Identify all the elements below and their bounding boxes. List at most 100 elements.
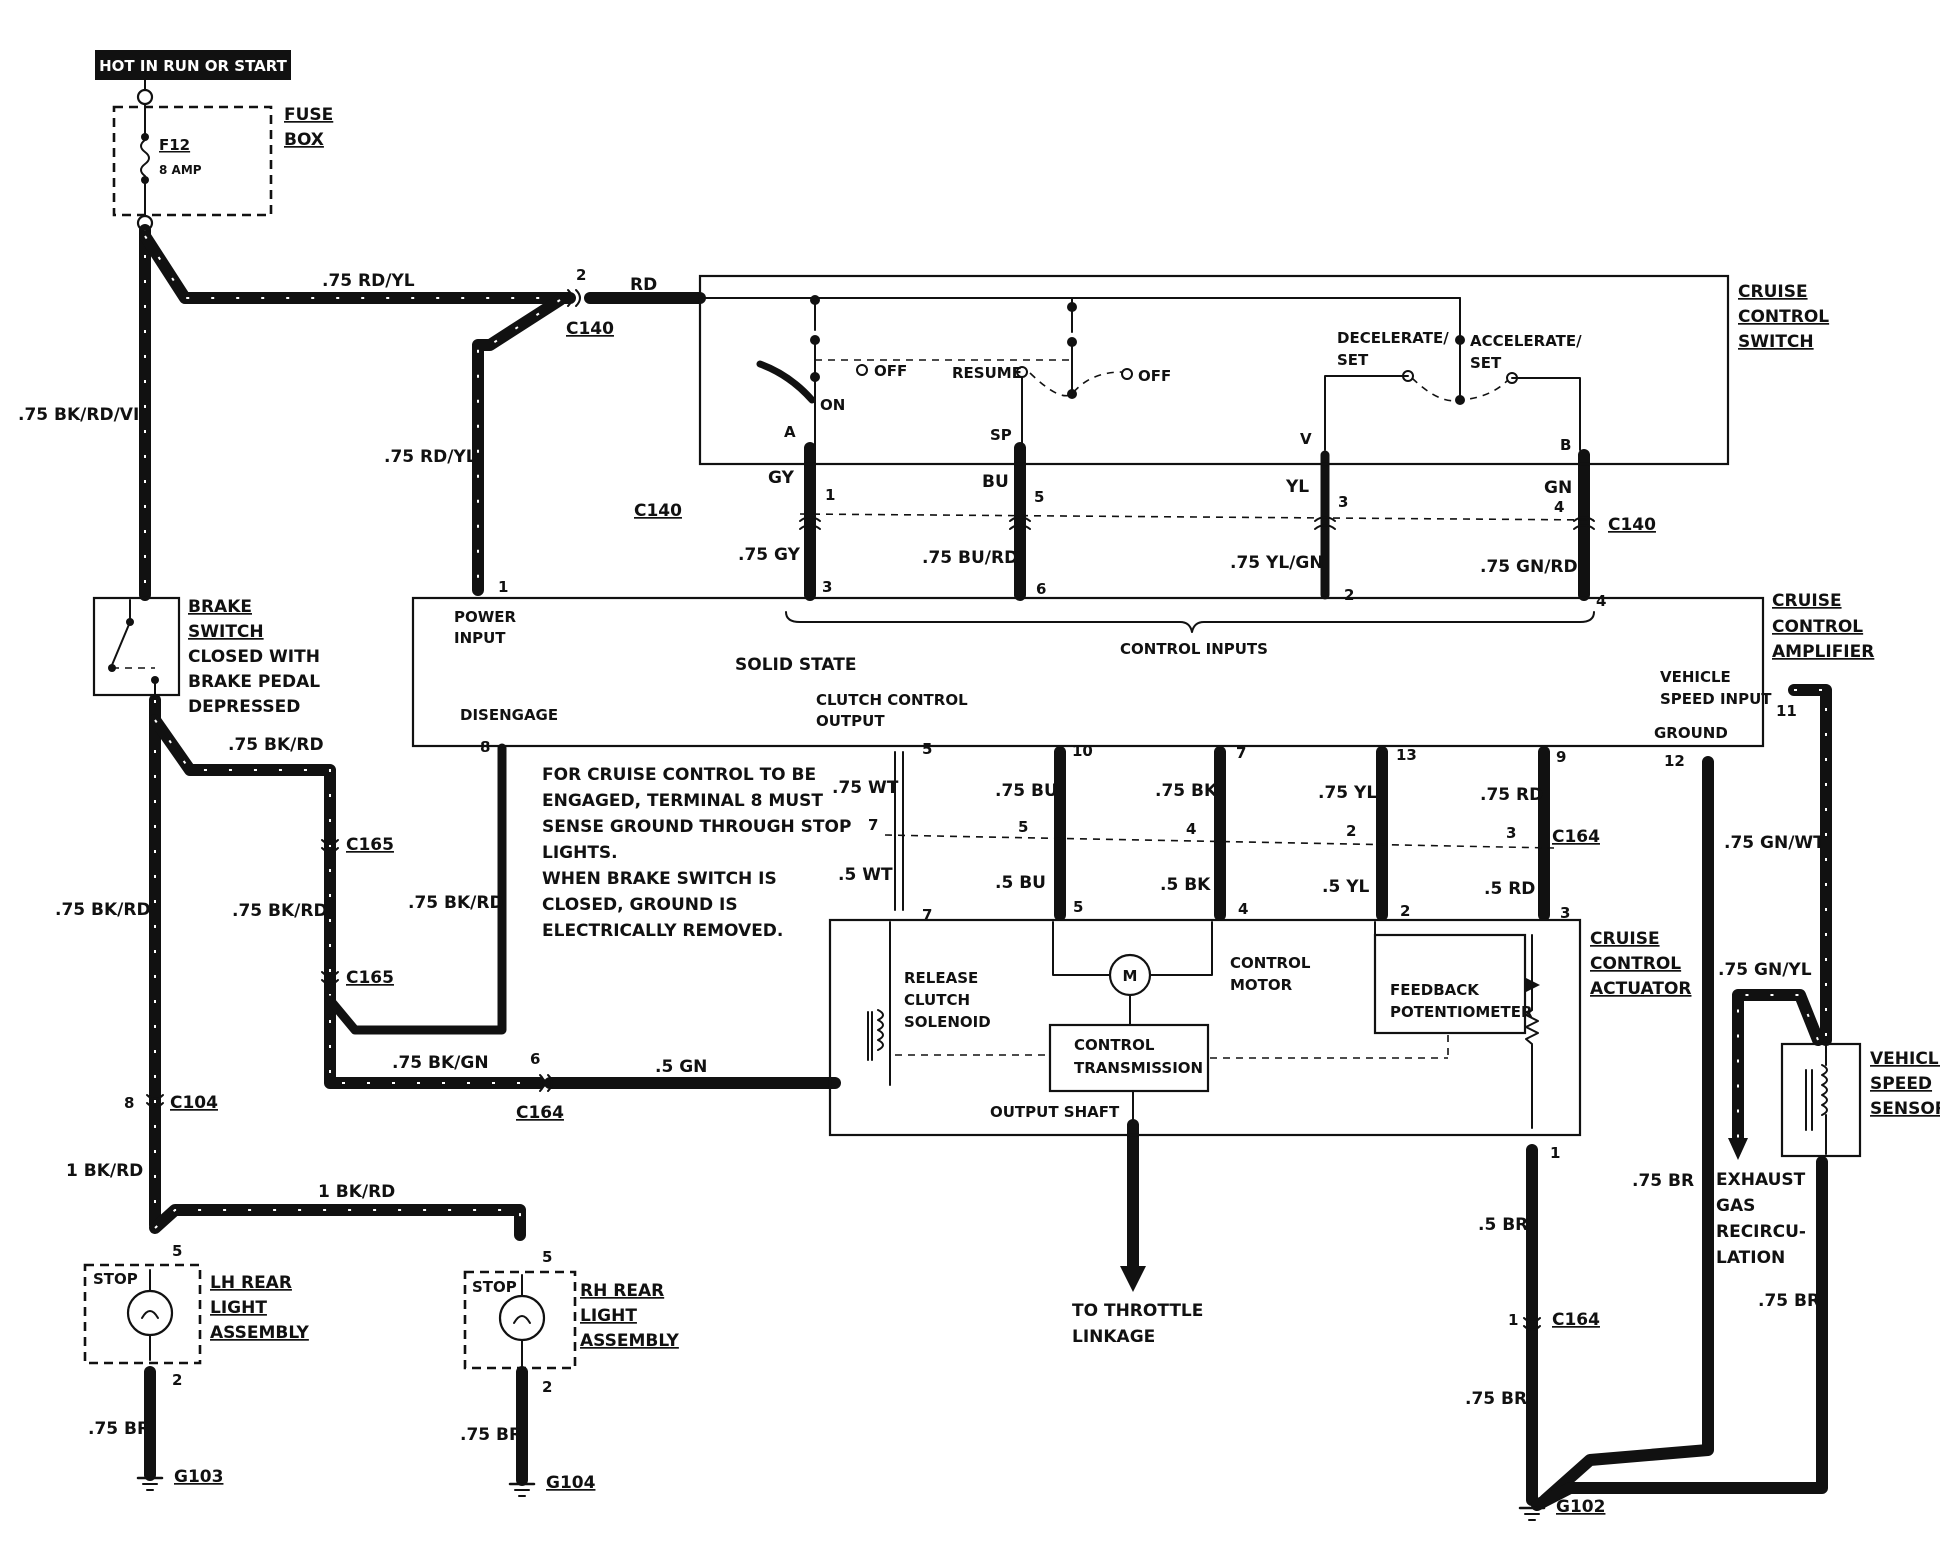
svg-text:C140: C140 bbox=[566, 319, 614, 339]
svg-text:.75 BR: .75 BR bbox=[460, 1425, 522, 1445]
lamp-icon bbox=[126, 1289, 174, 1337]
svg-text:10: 10 bbox=[1072, 742, 1093, 760]
svg-text:8 AMP: 8 AMP bbox=[159, 163, 202, 177]
svg-text:FUSE: FUSE bbox=[284, 105, 333, 125]
svg-text:C164: C164 bbox=[1552, 827, 1600, 847]
svg-text:GN: GN bbox=[1544, 478, 1572, 498]
svg-text:.5 BR: .5 BR bbox=[1478, 1215, 1528, 1235]
svg-text:.75 YL: .75 YL bbox=[1318, 783, 1377, 803]
svg-text:CONTROL INPUTS: CONTROL INPUTS bbox=[1120, 640, 1268, 658]
svg-text:.75 RD/YL: .75 RD/YL bbox=[322, 271, 415, 291]
svg-text:CONTROL: CONTROL bbox=[1772, 617, 1863, 637]
svg-text:CLUTCH CONTROL: CLUTCH CONTROL bbox=[816, 691, 968, 709]
svg-text:2: 2 bbox=[1346, 822, 1356, 840]
cruise-control-amplifier: POWER INPUT CONTROL INPUTS SOLID STATE D… bbox=[411, 578, 1874, 770]
svg-text:5: 5 bbox=[1073, 898, 1083, 916]
svg-text:DISENGAGE: DISENGAGE bbox=[460, 706, 558, 724]
svg-text:SOLENOID: SOLENOID bbox=[904, 1013, 991, 1031]
svg-text:9: 9 bbox=[1556, 748, 1566, 766]
svg-text:8: 8 bbox=[480, 738, 490, 756]
svg-text:GAS: GAS bbox=[1716, 1196, 1755, 1216]
lh-rear-light-assembly: STOP 5 2 LH REAR LIGHT ASSEMBLY .75 BR bbox=[83, 1242, 310, 1439]
svg-text:1 BK/RD: 1 BK/RD bbox=[66, 1161, 143, 1181]
svg-text:C165: C165 bbox=[346, 835, 394, 855]
svg-text:POTENTIOMETER: POTENTIOMETER bbox=[1390, 1003, 1533, 1021]
svg-text:V: V bbox=[1300, 430, 1312, 448]
svg-text:1 BK/RD: 1 BK/RD bbox=[318, 1182, 395, 1202]
svg-text:2: 2 bbox=[576, 266, 586, 284]
svg-text:C165: C165 bbox=[346, 968, 394, 988]
svg-text:SOLID STATE: SOLID STATE bbox=[735, 655, 856, 675]
svg-text:.5 GN: .5 GN bbox=[655, 1057, 707, 1077]
svg-text:G102: G102 bbox=[1556, 1497, 1605, 1517]
solenoid-coil-icon bbox=[877, 1009, 884, 1051]
svg-text:8: 8 bbox=[124, 1094, 134, 1112]
svg-text:TO THROTTLE: TO THROTTLE bbox=[1072, 1301, 1203, 1321]
svg-text:HOT IN RUN OR START: HOT IN RUN OR START bbox=[99, 57, 288, 75]
c164-connector-row: C164 7 5 4 2 3 .75 WT .75 BU .75 BK .75 … bbox=[832, 778, 1600, 899]
svg-text:LIGHT: LIGHT bbox=[210, 1298, 267, 1318]
svg-text:VEHICLE: VEHICLE bbox=[1870, 1049, 1940, 1069]
svg-text:.75 BK: .75 BK bbox=[1155, 781, 1218, 801]
svg-text:SET: SET bbox=[1470, 354, 1502, 372]
c104-connector: 8 C104 bbox=[124, 1093, 218, 1113]
svg-text:7: 7 bbox=[1236, 744, 1246, 762]
svg-text:ACTUATOR: ACTUATOR bbox=[1590, 979, 1692, 999]
svg-text:M: M bbox=[1123, 967, 1138, 985]
svg-text:.75 GN/RD: .75 GN/RD bbox=[1480, 557, 1578, 577]
svg-text:.5 BK: .5 BK bbox=[1160, 875, 1211, 895]
vehicle-speed-sensor: VEHICLE SPEED SENSOR bbox=[1780, 1042, 1940, 1158]
svg-text:SET: SET bbox=[1337, 351, 1369, 369]
svg-text:3: 3 bbox=[822, 578, 832, 596]
svg-text:.5 WT: .5 WT bbox=[838, 865, 893, 885]
svg-text:2: 2 bbox=[542, 1378, 552, 1396]
svg-text:VEHICLE: VEHICLE bbox=[1660, 668, 1731, 686]
svg-text:.75 BK/RD: .75 BK/RD bbox=[232, 901, 328, 921]
hot-in-run-tag: HOT IN RUN OR START bbox=[95, 50, 291, 80]
svg-text:G103: G103 bbox=[174, 1467, 223, 1487]
svg-text:.5 RD: .5 RD bbox=[1484, 879, 1535, 899]
svg-text:.75 BU/RD: .75 BU/RD bbox=[922, 548, 1018, 568]
svg-text:4: 4 bbox=[1238, 900, 1248, 918]
svg-text:TRANSMISSION: TRANSMISSION bbox=[1074, 1059, 1203, 1077]
svg-text:SPEED INPUT: SPEED INPUT bbox=[1660, 690, 1772, 708]
svg-text:CONTROL: CONTROL bbox=[1074, 1036, 1155, 1054]
svg-text:RD: RD bbox=[630, 275, 657, 295]
svg-text:CONTROL: CONTROL bbox=[1590, 954, 1681, 974]
svg-text:.75 BK/RD: .75 BK/RD bbox=[228, 735, 324, 755]
svg-text:CLUTCH: CLUTCH bbox=[904, 991, 970, 1009]
svg-text:6: 6 bbox=[1036, 580, 1046, 598]
svg-text:STOP: STOP bbox=[93, 1270, 138, 1288]
svg-text:CLOSED WITH: CLOSED WITH bbox=[188, 647, 320, 667]
svg-text:POWER: POWER bbox=[454, 608, 517, 626]
svg-text:DECELERATE/: DECELERATE/ bbox=[1337, 329, 1449, 347]
throttle-linkage-label: TO THROTTLE LINKAGE bbox=[1072, 1301, 1203, 1347]
svg-text:.75 GN/YL: .75 GN/YL bbox=[1718, 960, 1812, 980]
svg-text:SWITCH: SWITCH bbox=[1738, 332, 1814, 352]
svg-text:YL: YL bbox=[1285, 477, 1309, 497]
svg-text:.75 YL/GN: .75 YL/GN bbox=[1230, 553, 1324, 573]
svg-text:1: 1 bbox=[1550, 1144, 1560, 1162]
svg-text:A: A bbox=[784, 423, 796, 441]
svg-text:C164: C164 bbox=[1552, 1310, 1600, 1330]
svg-text:5: 5 bbox=[172, 1242, 182, 1260]
cruise-control-actuator: CRUISE CONTROL ACTUATOR 7 5 4 2 3 1 RELE… bbox=[828, 898, 1692, 1162]
svg-text:4: 4 bbox=[1554, 498, 1564, 516]
svg-text:RH REAR: RH REAR bbox=[580, 1281, 664, 1301]
svg-text:C164: C164 bbox=[516, 1103, 564, 1123]
svg-text:BRAKE: BRAKE bbox=[188, 597, 252, 617]
svg-text:BU: BU bbox=[982, 472, 1009, 492]
svg-text:.75 BK/RD/VI: .75 BK/RD/VI bbox=[18, 405, 139, 425]
ground-g102: G102 bbox=[1518, 1497, 1605, 1521]
svg-text:CRUISE: CRUISE bbox=[1738, 282, 1808, 302]
svg-text:FEEDBACK: FEEDBACK bbox=[1390, 981, 1480, 999]
c165-connectors: C165 C165 bbox=[321, 835, 394, 988]
egr-label: EXHAUST GAS RECIRCU- LATION bbox=[1716, 1170, 1806, 1268]
svg-text:CLOSED, GROUND IS: CLOSED, GROUND IS bbox=[542, 895, 738, 915]
svg-text:BRAKE PEDAL: BRAKE PEDAL bbox=[188, 672, 320, 692]
svg-text:FOR CRUISE CONTROL TO BE: FOR CRUISE CONTROL TO BE bbox=[542, 765, 816, 785]
svg-text:EXHAUST: EXHAUST bbox=[1716, 1170, 1806, 1190]
fuse-icon bbox=[140, 139, 150, 177]
svg-text:OFF: OFF bbox=[874, 362, 907, 380]
left-wire-labels: .75 BK/RD/VI .75 RD/YL RD .75 RD/YL .75 … bbox=[18, 271, 657, 1202]
